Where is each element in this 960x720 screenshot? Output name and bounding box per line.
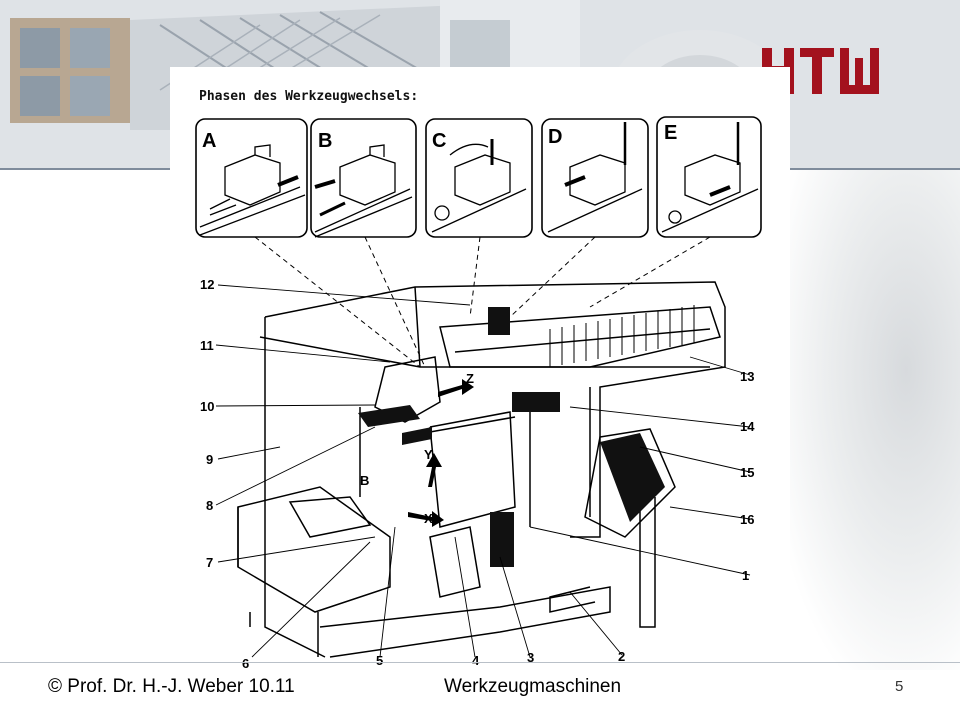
phase-label-d: D (548, 126, 562, 148)
phase-panel-a (195, 118, 308, 238)
callout-2: 2 (618, 649, 625, 664)
phase-label-a: A (202, 130, 216, 152)
callout-12: 12 (200, 277, 214, 292)
footer-divider (0, 662, 960, 663)
slide-number: 5 (895, 678, 904, 695)
callout-16: 16 (740, 512, 754, 527)
axis-label-b: B (360, 473, 369, 488)
phase-label-b: B (318, 130, 332, 152)
callout-5: 5 (376, 653, 383, 668)
phase-label-e: E (664, 122, 677, 144)
callout-15: 15 (740, 465, 754, 480)
phase-label-c: C (432, 130, 446, 152)
callout-1: 1 (742, 568, 749, 583)
callout-8: 8 (206, 498, 213, 513)
footer-author: © Prof. Dr. H.-J. Weber 10.11 (48, 676, 295, 697)
callout-7: 7 (206, 555, 213, 570)
background-decoration (780, 170, 960, 670)
phase-panel-e (656, 116, 762, 238)
callout-4: 4 (472, 653, 480, 668)
axis-label-z: Z (466, 371, 474, 386)
machine-body (237, 281, 726, 658)
callout-13: 13 (740, 369, 754, 384)
axis-label-x: X (424, 511, 433, 526)
callout-9: 9 (206, 452, 213, 467)
callout-10: 10 (200, 399, 214, 414)
phase-panel-b (310, 118, 417, 238)
callout-3: 3 (527, 650, 534, 665)
tool-change-figure: Phasen des Werkzeugwechsels: (170, 67, 790, 680)
phase-panel-c (425, 118, 533, 238)
machine-diagram: A B C D E (195, 116, 762, 671)
axis-label-y: Y (424, 447, 433, 462)
callout-14: 14 (740, 419, 755, 434)
callout-11: 11 (200, 338, 214, 353)
footer-title: Werkzeugmaschinen (444, 676, 622, 697)
callout-6: 6 (242, 656, 249, 671)
figure-heading: Phasen des Werkzeugwechsels: (199, 89, 419, 104)
